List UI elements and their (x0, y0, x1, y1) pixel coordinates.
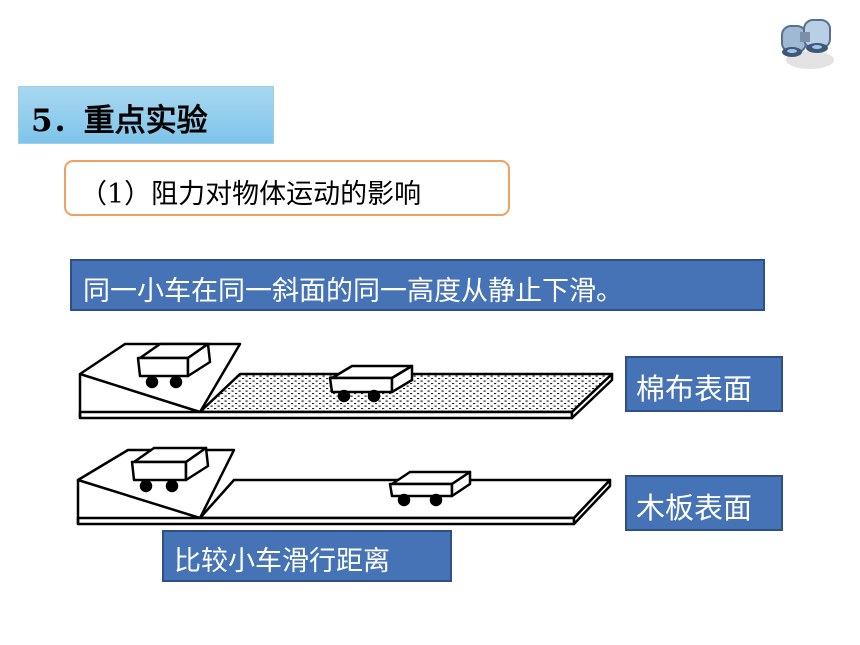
wood-surface-label: 木板表面 (625, 475, 783, 531)
wood-board-front (76, 516, 576, 526)
instruction-label: 同一小车在同一斜面的同一高度从静止下滑。 (70, 259, 765, 311)
cart-cloth-end (328, 364, 414, 403)
section-title: 5．重点实验 (31, 103, 208, 139)
cart-wood-end (388, 470, 472, 507)
wood-board-end (572, 478, 612, 526)
cloth-board-end (570, 372, 614, 420)
cloth-board-front (78, 410, 574, 420)
cart-wood-start (130, 446, 210, 493)
cart-cloth-start (136, 342, 212, 389)
section-title-box: 5．重点实验 (18, 86, 274, 144)
binoculars-icon (781, 19, 834, 69)
experiment-subtitle: （1）阻力对物体运动的影响 (80, 179, 422, 210)
experiment-subtitle-box: （1）阻力对物体运动的影响 (64, 160, 510, 216)
compare-distance-label: 比较小车滑行距离 (162, 530, 452, 582)
cloth-surface-label: 棉布表面 (625, 356, 783, 412)
